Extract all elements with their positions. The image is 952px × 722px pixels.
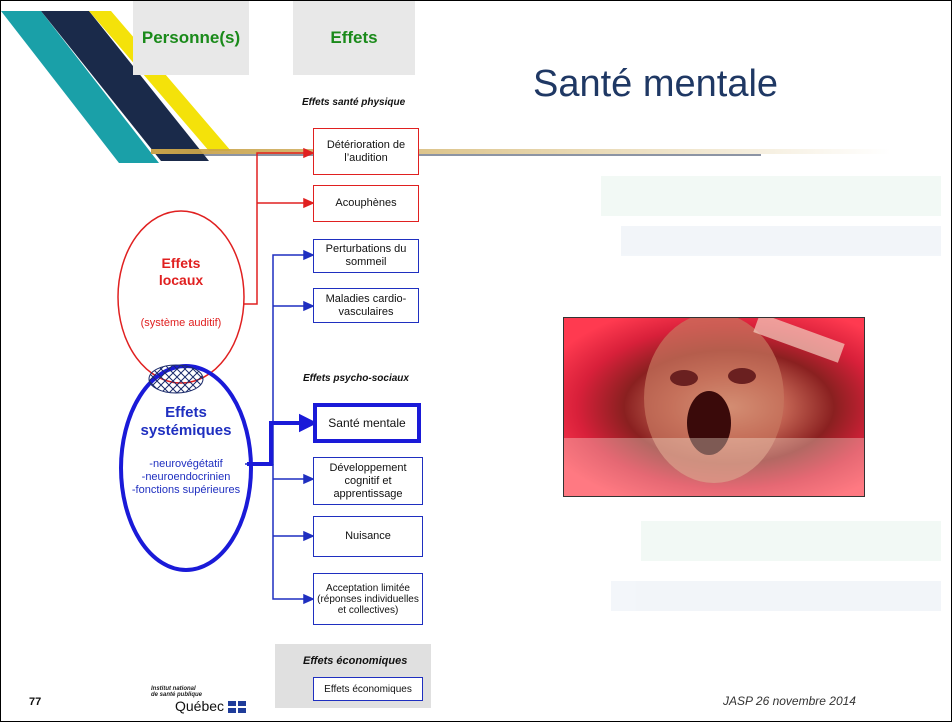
bg-pattern bbox=[601, 176, 941, 611]
slide-title: Santé mentale bbox=[533, 63, 779, 105]
box-acceptation: Acceptation limitée (réponses individuel… bbox=[313, 573, 423, 625]
logo-name: Québec bbox=[175, 698, 225, 714]
oval-effets-locaux bbox=[117, 210, 245, 384]
header-underline bbox=[151, 149, 891, 154]
header-effets-label: Effets bbox=[330, 28, 378, 47]
section-economiques-label: Effets économiques bbox=[303, 655, 408, 667]
logo-line2: de santé publique bbox=[151, 692, 203, 698]
header-effets: Effets bbox=[293, 1, 415, 75]
box-developpement: Développement cognitif et apprentissage bbox=[313, 457, 423, 505]
navy-stripe bbox=[41, 11, 209, 161]
oval-locaux-sub: (système auditif) bbox=[140, 317, 222, 329]
header-personnes: Personne(s) bbox=[133, 1, 249, 75]
oval-item-neurovegetatif: -neurovégétatif bbox=[149, 458, 223, 470]
box-acouphenes: Acouphènes bbox=[313, 185, 419, 222]
section-psycho-label: Effets psycho-sociaux bbox=[303, 373, 409, 384]
box-sante-mentale-label: Santé mentale bbox=[328, 415, 406, 430]
box-nuisance: Nuisance bbox=[313, 516, 423, 557]
oval-locaux-title: Effets locaux bbox=[158, 255, 204, 288]
box-acouphenes-label: Acouphènes bbox=[335, 197, 397, 209]
red-connectors bbox=[241, 147, 315, 305]
box-nuisance-label: Nuisance bbox=[345, 530, 391, 542]
header-personnes-label: Personne(s) bbox=[141, 28, 241, 47]
box-developpement-label: Développement cognitif et apprentissage bbox=[329, 461, 407, 500]
logo-quebec: Québec bbox=[175, 698, 261, 714]
inspq-logo: Institut national de santé publique Québ… bbox=[151, 686, 261, 720]
logo-line1: Institut national bbox=[151, 686, 196, 692]
box-economiques-label: Effets économiques bbox=[324, 683, 412, 695]
oval-item-neuroendocrinien: -neuroendocrinien bbox=[141, 471, 231, 483]
oval-item-fonctions: -fonctions supérieures bbox=[131, 484, 241, 496]
box-sante-mentale: Santé mentale bbox=[313, 403, 421, 443]
box-acceptation-label: Acceptation limitée (réponses individuel… bbox=[317, 582, 419, 616]
box-economiques: Effets économiques bbox=[313, 677, 423, 701]
box-deterioration-label: Détérioration de l’audition bbox=[326, 138, 406, 164]
thick-connector bbox=[247, 413, 318, 466]
oval-systemiques-list: -neurovégétatif -neuroendocrinien -fonct… bbox=[121, 458, 251, 497]
box-sommeil-label: Perturbations du sommeil bbox=[325, 243, 407, 268]
yellow-stripe bbox=[89, 11, 231, 151]
oval-systemiques-title: Effets systémiques bbox=[140, 404, 232, 439]
teal-stripe bbox=[1, 11, 159, 163]
footer-date: JASP 26 novembre 2014 bbox=[723, 694, 856, 708]
quebec-flag-icon bbox=[227, 701, 246, 714]
screaming-person-photo bbox=[563, 317, 865, 497]
slide-number: 77 bbox=[29, 696, 42, 708]
box-sommeil: Perturbations du sommeil bbox=[313, 239, 419, 273]
overlap-hatch bbox=[148, 364, 204, 394]
box-cardio-label: Maladies cardio-vasculaires bbox=[325, 292, 407, 318]
section-physique-label: Effets santé physique bbox=[302, 97, 406, 108]
box-deterioration: Détérioration de l’audition bbox=[313, 128, 419, 175]
box-cardio: Maladies cardio-vasculaires bbox=[313, 288, 419, 323]
